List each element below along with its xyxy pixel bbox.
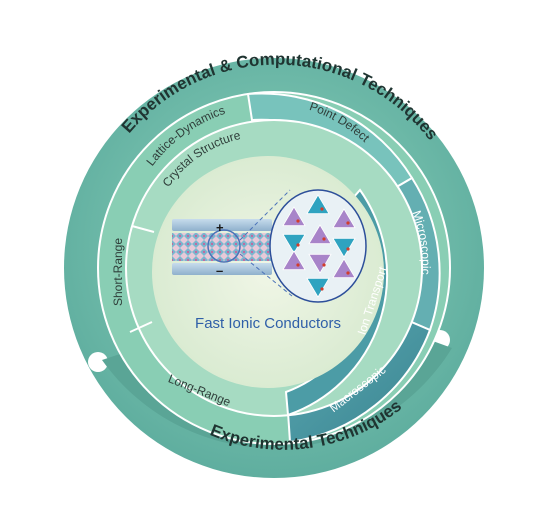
ion-dot-icon bbox=[320, 287, 324, 291]
ring-notch-left bbox=[88, 352, 108, 372]
ion-dot-icon bbox=[296, 243, 300, 247]
ion-dot-icon bbox=[322, 263, 326, 267]
electrolyte-illustration bbox=[172, 189, 293, 297]
ion-dot-icon bbox=[346, 221, 350, 225]
plus-sign: + bbox=[216, 220, 224, 235]
tetrahedron-icon bbox=[306, 277, 330, 298]
ion-dot-icon bbox=[296, 219, 300, 223]
inner-divider-left bbox=[131, 225, 155, 233]
center-title: Fast Ionic Conductors bbox=[195, 315, 341, 332]
tetrahedron-icon bbox=[332, 237, 356, 258]
ion-dot-icon bbox=[322, 237, 326, 241]
tetrahedron-icon bbox=[282, 233, 306, 254]
crystal-structure-illustration bbox=[269, 189, 367, 303]
ion-dot-icon bbox=[346, 271, 350, 275]
ion-dot-icon bbox=[320, 207, 324, 211]
minus-sign: – bbox=[216, 263, 223, 278]
short-range-label: Short-Range bbox=[111, 238, 125, 306]
ion-dot-icon bbox=[346, 247, 350, 251]
inner-divider-bottom bbox=[129, 321, 153, 333]
tetrahedron-icon bbox=[308, 253, 332, 274]
ion-dot-icon bbox=[296, 263, 300, 267]
